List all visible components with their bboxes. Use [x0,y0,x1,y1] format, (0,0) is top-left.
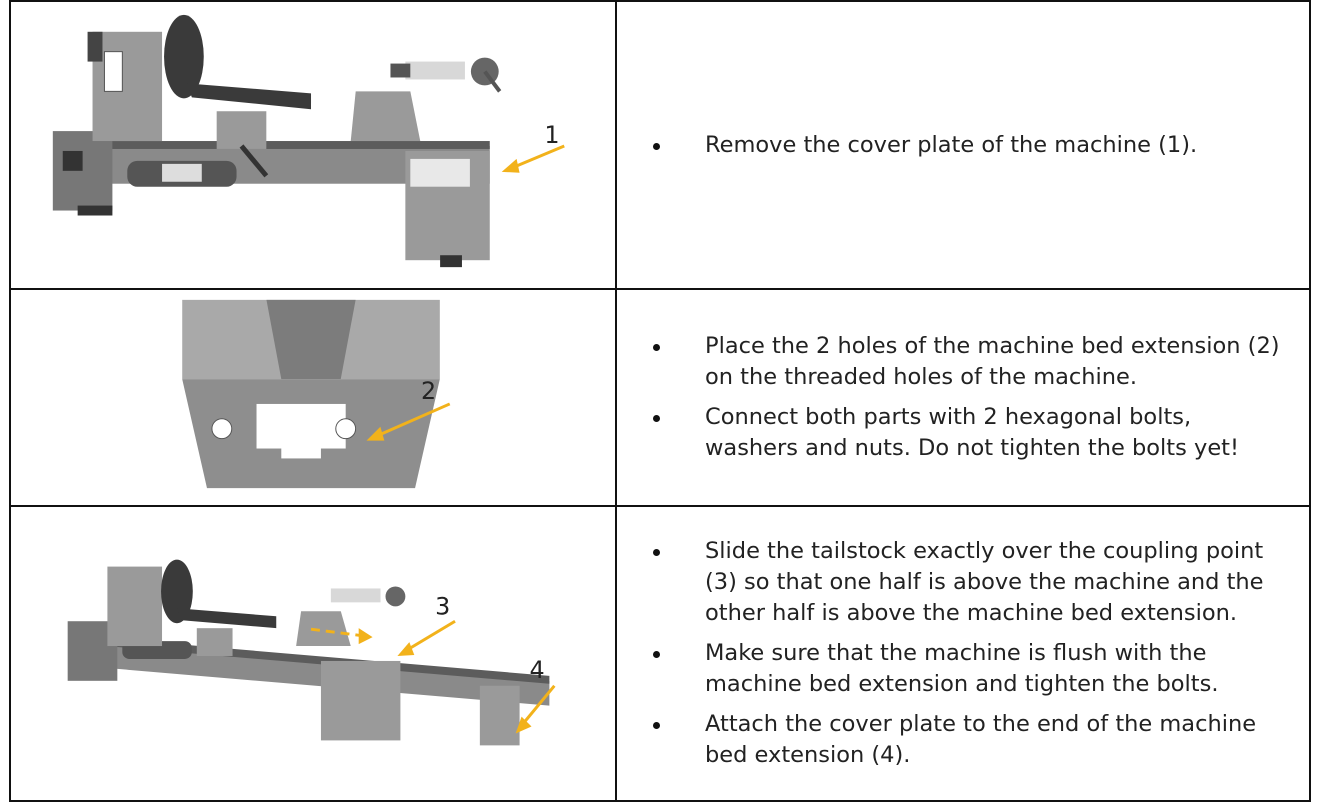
bed-extension-illustration: 2 [182,299,451,489]
bed-extension-image-cell: 2 [9,288,617,507]
step-item: Place the 2 holes of the machine bed ext… [617,331,1289,393]
assembled-lathe-image-cell: 3 4 [9,505,617,802]
bullet-icon [653,722,660,729]
step-text: Make sure that the machine is flush with… [705,640,1219,697]
callout-1: 1 [544,121,559,149]
step-list: Remove the cover plate of the machine (1… [617,130,1309,161]
step-text: Place the 2 holes of the machine bed ext… [705,333,1280,390]
instruction-row-1: 1 Remove the cover plate of the machine … [9,0,1311,290]
bullet-icon [653,344,660,351]
instruction-text-cell: Place the 2 holes of the machine bed ext… [615,288,1311,507]
step-text: Slide the tailstock exactly over the cou… [705,538,1264,626]
step-list: Slide the tailstock exactly over the cou… [617,536,1309,771]
instruction-text-cell: Remove the cover plate of the machine (1… [615,0,1311,290]
step-item: Remove the cover plate of the machine (1… [617,130,1289,161]
instructions-table: 1 Remove the cover plate of the machine … [9,0,1311,802]
bullet-icon [653,142,660,150]
bullet-icon [653,651,660,658]
callout-2: 2 [421,377,436,405]
assembled-lathe-illustration: 3 4 [67,559,556,746]
step-text: Attach the cover plate to the end of the… [705,711,1257,768]
callout-3: 3 [435,592,450,620]
instruction-text-cell: Slide the tailstock exactly over the cou… [615,505,1311,802]
instruction-row-2: 2 Place the 2 holes of the machine bed e… [9,288,1311,507]
step-item: Slide the tailstock exactly over the cou… [617,536,1289,629]
bullet-icon [653,549,660,556]
lathe-illustration: 1 [52,14,565,268]
step-item: Make sure that the machine is flush with… [617,638,1289,700]
step-item: Connect both parts with 2 hexagonal bolt… [617,402,1289,464]
step-text: Connect both parts with 2 hexagonal bolt… [705,404,1240,461]
lathe-image-cell: 1 [9,0,617,290]
bullet-icon [653,415,660,422]
callout-4: 4 [530,656,545,684]
step-list: Place the 2 holes of the machine bed ext… [617,331,1309,464]
instruction-row-3: 3 4 Slide the tailstock exactly over the… [9,505,1311,802]
step-text: Remove the cover plate of the machine (1… [705,131,1198,158]
step-item: Attach the cover plate to the end of the… [617,709,1289,771]
